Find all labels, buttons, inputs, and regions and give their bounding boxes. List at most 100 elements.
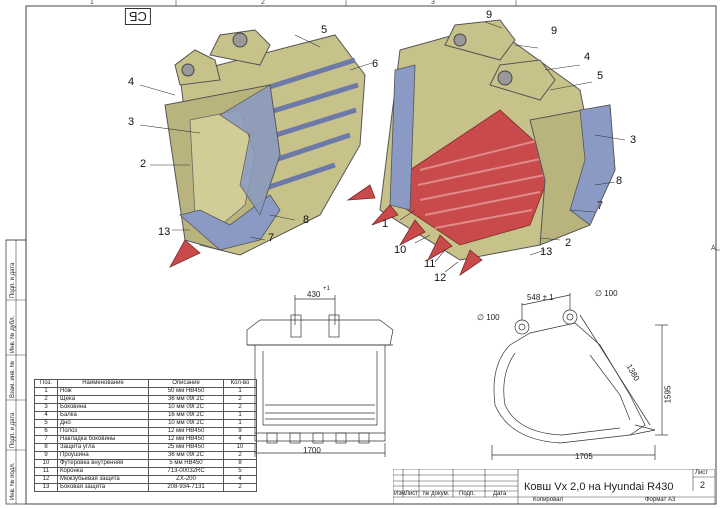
tb-header-list: Лист: [405, 491, 419, 497]
tb-header-doc: № докум.: [423, 491, 450, 497]
spec-header-qty: Кол-во: [223, 379, 257, 388]
spec-cell-desc: 36 мм 09Г2С: [148, 395, 224, 404]
spec-cell-qty: 9: [223, 427, 257, 436]
tb-copied: Копировал: [533, 497, 564, 503]
spec-cell-name: Проушина: [57, 451, 149, 460]
spec-cell-pos: 7: [34, 435, 58, 444]
callout-left-6: 6: [372, 58, 379, 70]
spec-cell-qty: 2: [223, 451, 257, 460]
dim-width-top: 430: [307, 290, 321, 299]
spec-cell-qty: 2: [223, 483, 257, 492]
spec-cell-name: Дно: [57, 419, 149, 428]
dim-pin-dia-right: ∅ 100: [595, 289, 618, 298]
spec-cell-desc: ZX-200: [148, 475, 224, 484]
callout-right-7: 7: [597, 200, 604, 212]
side-view-drawing: [491, 293, 668, 460]
spec-cell-name: Щека: [57, 395, 149, 404]
spec-cell-pos: 11: [34, 467, 58, 476]
sidebar-label-2: Инв. № дубл.: [10, 315, 16, 353]
spec-cell-pos: 3: [34, 403, 58, 412]
callout-left-5: 5: [321, 24, 328, 36]
spec-cell-pos: 5: [34, 419, 58, 428]
callout-left-3: 3: [128, 116, 135, 128]
spec-table-header: Поз. Наименование Описание Кол-во: [34, 379, 257, 388]
spec-cell-name: Боковина: [57, 403, 149, 412]
callout-right-10: 10: [394, 244, 407, 256]
dim-depth: 1705: [575, 452, 593, 461]
bucket-render-left: [139, 29, 373, 268]
spec-header-desc: Описание: [148, 379, 224, 388]
spec-cell-name: Полоз: [57, 427, 149, 436]
sidebar-label-5: Инв. № подл.: [10, 462, 16, 500]
spec-cell-qty: 4: [223, 435, 257, 444]
callout-right-2: 2: [565, 237, 572, 249]
spec-cell-qty: 2: [223, 403, 257, 412]
callout-right-11: 11: [424, 258, 436, 270]
spec-cell-qty: 2: [223, 395, 257, 404]
drawing-title: Ковш Vx 2,0 на Hyundai R430: [524, 481, 674, 493]
tb-header-podp: Подп.: [459, 491, 475, 497]
spec-cell-pos: 8: [34, 443, 58, 452]
spec-cell-name: Балка: [57, 411, 149, 420]
front-view-drawing: [246, 295, 394, 457]
spec-cell-desc: 36 мм 09Г2С: [148, 451, 224, 460]
dim-width-bottom: 1700: [303, 446, 321, 455]
spec-cell-desc: 16 мм 09Г2С: [148, 411, 224, 420]
sidebar-label-3: Взам. инв. №: [10, 360, 16, 398]
spec-cell-qty: 8: [223, 459, 257, 468]
tb-header-izm: Изм.: [394, 491, 407, 497]
spec-cell-name: Межзубьевая защита: [57, 475, 149, 484]
spec-cell-desc: 12 мм HB450: [148, 427, 224, 436]
callout-right-4: 4: [584, 51, 591, 63]
spec-cell-desc: 713-00032RC: [148, 467, 224, 476]
tb-header-date: Дата: [493, 491, 507, 497]
callout-left-13: 13: [158, 226, 171, 238]
spec-header-pos: Поз.: [34, 379, 58, 388]
spec-header-name: Наименование: [57, 379, 149, 388]
callout-right-13: 13: [540, 246, 553, 258]
callout-right-5: 5: [597, 70, 604, 82]
spec-cell-pos: 1: [34, 387, 58, 396]
spec-cell-desc: 25 мм HB450: [148, 443, 224, 452]
callout-left-2: 2: [140, 158, 147, 170]
spec-cell-desc: 10 мм 09Г2С: [148, 419, 224, 428]
spec-cell-name: Защита угла: [57, 443, 149, 452]
spec-cell-desc: 5 мм HB450: [148, 459, 224, 468]
spec-cell-qty: 5: [223, 467, 257, 476]
title-block-grid: [393, 469, 715, 504]
spec-cell-name: Боковая защита: [57, 483, 149, 492]
spec-cell-pos: 13: [34, 483, 58, 492]
zone-marker-2: 2: [261, 0, 265, 6]
dim-height: 1595: [663, 385, 673, 404]
sidebar-label-4: Подп. и дата: [10, 412, 16, 448]
callout-right-3: 3: [630, 134, 637, 146]
spec-cell-name: Накладка боковины: [57, 435, 149, 444]
spec-cell-pos: 6: [34, 427, 58, 436]
spec-cell-pos: 9: [34, 451, 58, 460]
callout-left-7: 7: [268, 232, 275, 244]
dim-width-top-tolerance: +1: [323, 286, 330, 292]
callout-right-9a: 9: [486, 9, 493, 21]
zone-marker-3: 3: [431, 0, 435, 6]
spec-cell-qty: 10: [223, 443, 257, 452]
spec-cell-pos: 4: [34, 411, 58, 420]
callout-right-12: 12: [434, 272, 447, 284]
spec-cell-desc: 208-934-7131: [148, 483, 224, 492]
tb-sheet-label: Лист: [695, 470, 709, 476]
